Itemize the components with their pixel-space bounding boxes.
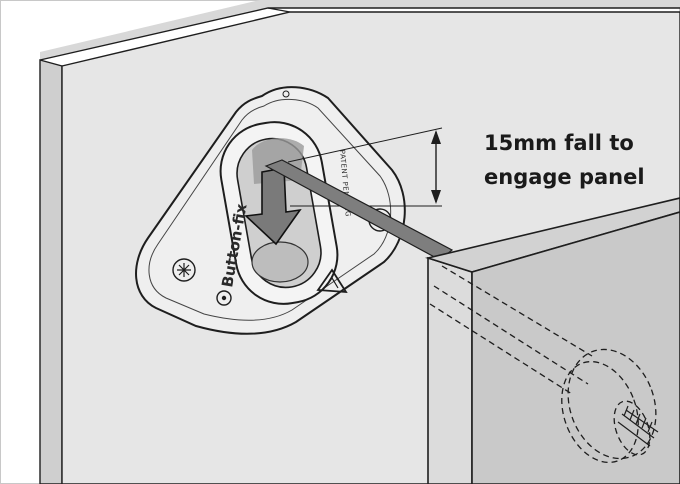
screw-hole-icon (172, 258, 196, 282)
connector-bar (264, 159, 454, 261)
wall-panel-edge (39, 59, 63, 484)
engaging-panel-face (471, 211, 680, 484)
threaded-screw (617, 405, 659, 447)
screw-hole-icon (216, 290, 232, 306)
dimension-arrow-down-icon (431, 190, 441, 204)
engaging-panel (425, 197, 680, 484)
button-fix-bracket: Button-fix PATENT PENDING (135, 86, 406, 335)
dimension-arrow-up-icon (431, 130, 441, 144)
annotation-line-2: engage panel (484, 165, 645, 189)
hidden-button-fitting (429, 265, 657, 464)
recycle-icon (316, 268, 348, 294)
engaging-panel-edge (427, 256, 473, 484)
annotation-line-1: 15mm fall to (484, 131, 634, 155)
engaging-panel-top (425, 197, 680, 273)
dimension-extension-top (287, 127, 443, 163)
